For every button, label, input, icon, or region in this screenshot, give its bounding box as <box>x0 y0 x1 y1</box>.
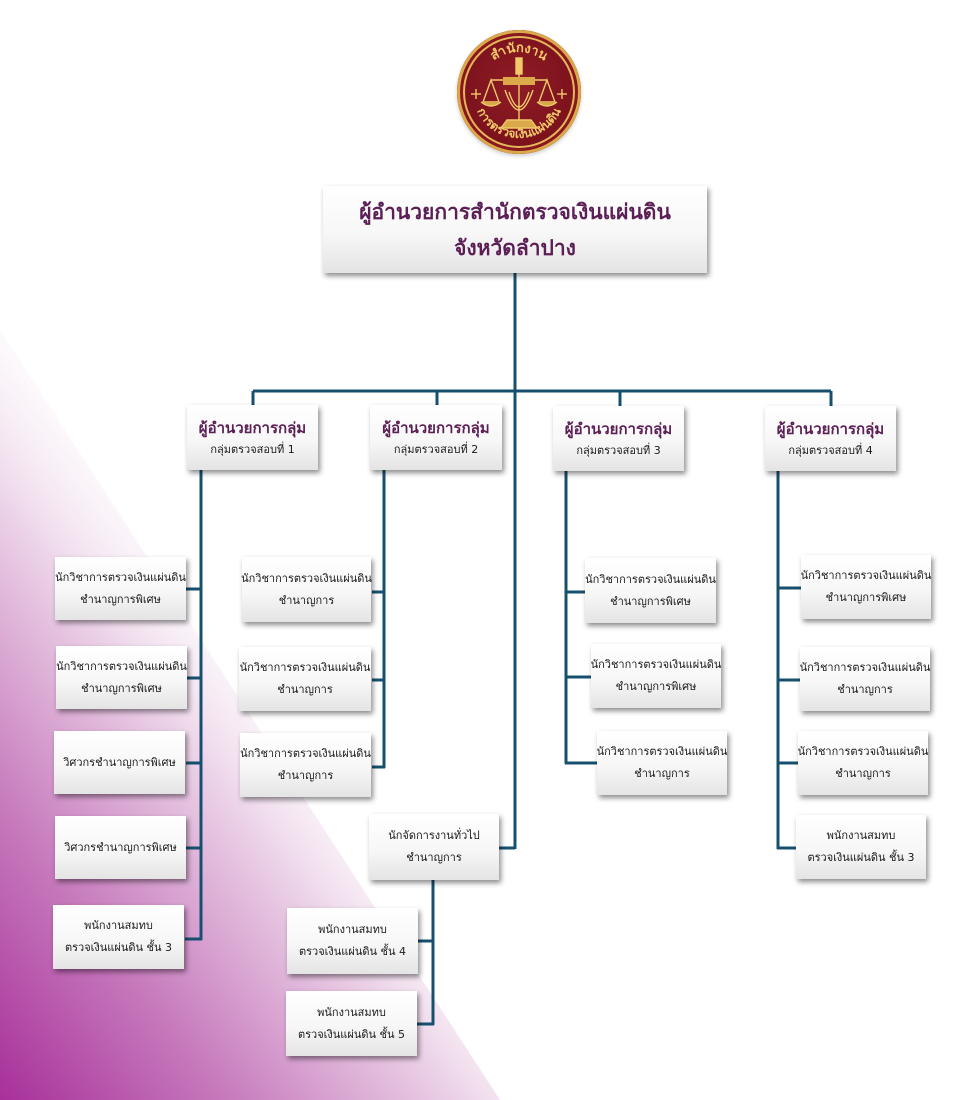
position-level: ชำนาญการ <box>278 593 335 607</box>
position-level: ชำนาญการพิเศษ <box>81 681 162 695</box>
group-4-head: ผู้อำนวยการกลุ่ม กลุ่มตรวจสอบที่ 4 <box>765 406 896 471</box>
position-title: พนักงานสมทบ <box>826 829 896 842</box>
position-title: วิศวกรชำนาญการพิเศษ <box>64 840 177 854</box>
position-title: นักวิชาการตรวจเงินแผ่นดิน <box>800 569 932 582</box>
position-title: นักวิชาการตรวจเงินแผ่นดิน <box>799 661 931 674</box>
director-province: จังหวัดลำปาง <box>454 235 576 260</box>
office-seal-logo: สำนักงาน การตรวจเงินแผ่นดิน <box>457 30 581 154</box>
position-level: ชำนาญการพิเศษ <box>80 592 161 606</box>
group-2-head: ผู้อำนวยการกลุ่ม กลุ่มตรวจสอบที่ 2 <box>370 405 502 470</box>
group-head-subtitle: กลุ่มตรวจสอบที่ 2 <box>393 442 479 456</box>
group-head-title: ผู้อำนวยการกลุ่ม <box>776 419 885 438</box>
position-level: ชำนาญการ <box>277 683 333 696</box>
position-title: พนักงานสมทบ <box>318 923 387 936</box>
position-box: นักวิชาการตรวจเงินแผ่นดิน ชำนาญการ <box>597 731 727 795</box>
group-head-subtitle: กลุ่มตรวจสอบที่ 3 <box>576 443 661 457</box>
position-title: พนักงานสมทบ <box>84 919 153 932</box>
position-box: นักวิชาการตรวจเงินแผ่นดิน ชำนาญการพิเศษ <box>56 646 187 709</box>
svg-text:สำนักงาน: สำนักงาน <box>488 41 551 64</box>
admin-head-box: นักจัดการงานทั่วไป ชำนาญการ <box>369 814 499 880</box>
director-title: ผู้อำนวยการสำนักตรวจเงินแผ่นดิน <box>359 199 671 224</box>
group-head-title: ผู้อำนวยการกลุ่ม <box>382 418 490 437</box>
position-box: นักวิชาการตรวจเงินแผ่นดิน ชำนาญการพิเศษ <box>55 557 186 620</box>
position-title: นักวิชาการตรวจเงินแผ่นดิน <box>585 572 716 586</box>
director-box: ผู้อำนวยการสำนักตรวจเงินแผ่นดิน จังหวัดล… <box>323 186 707 273</box>
group-3-head: ผู้อำนวยการกลุ่ม กลุ่มตรวจสอบที่ 3 <box>553 406 684 471</box>
position-title: นักวิชาการตรวจเงินแผ่นดิน <box>56 659 187 673</box>
seal-icon: สำนักงาน การตรวจเงินแผ่นดิน <box>471 41 567 141</box>
position-level: ตรวจเงินแผ่นดิน ชั้น 3 <box>64 941 173 954</box>
position-level: ชำนาญการพิเศษ <box>825 591 907 604</box>
position-box: นักวิชาการตรวจเงินแผ่นดิน ชำนาญการ <box>241 557 372 622</box>
position-box: พนักงานสมทบ ตรวจเงินแผ่นดิน ชั้น 3 <box>796 815 926 879</box>
position-level: ตรวจเงินแผ่นดิน ชั้น 3 <box>807 851 915 864</box>
position-box: วิศวกรชำนาญการพิเศษ <box>54 731 185 794</box>
position-box: นักวิชาการตรวจเงินแผ่นดิน ชำนาญการพิเศษ <box>585 558 716 623</box>
position-level: ตรวจเงินแผ่นดิน ชั้น 4 <box>298 945 407 958</box>
position-box: นักวิชาการตรวจเงินแผ่นดิน ชำนาญการ <box>798 731 928 795</box>
group-head-title: ผู้อำนวยการกลุ่ม <box>564 419 673 438</box>
position-box: นักวิชาการตรวจเงินแผ่นดิน ชำนาญการ <box>239 647 371 711</box>
position-level: ชำนาญการพิเศษ <box>610 594 691 608</box>
position-title: นักวิชาการตรวจเงินแผ่นดิน <box>596 745 728 758</box>
position-level: ชำนาญการ <box>837 683 893 696</box>
position-level: ตรวจเงินแผ่นดิน ชั้น 5 <box>297 1027 406 1041</box>
position-level: ชำนาญการ <box>406 851 462 864</box>
position-title: นักจัดการงานทั่วไป <box>388 829 480 842</box>
position-level: ชำนาญการ <box>277 769 334 782</box>
position-title: นักวิชาการตรวจเงินแผ่นดิน <box>241 571 372 585</box>
position-box: นักวิชาการตรวจเงินแผ่นดิน ชำนาญการพิเศษ <box>591 644 721 708</box>
group-head-title: ผู้อำนวยการกลุ่ม <box>198 418 307 437</box>
position-box: นักวิชาการตรวจเงินแผ่นดิน ชำนาญการ <box>800 647 930 711</box>
position-title: นักวิชาการตรวจเงินแผ่นดิน <box>590 658 722 671</box>
position-title: นักวิชาการตรวจเงินแผ่นดิน <box>55 570 186 584</box>
position-box: นักวิชาการตรวจเงินแผ่นดิน ชำนาญการ <box>240 733 371 797</box>
position-title: นักวิชาการตรวจเงินแผ่นดิน <box>240 747 371 760</box>
group-1-head: ผู้อำนวยการกลุ่ม กลุ่มตรวจสอบที่ 1 <box>187 405 318 470</box>
group-head-subtitle: กลุ่มตรวจสอบที่ 4 <box>788 443 873 457</box>
position-box: พนักงานสมทบ ตรวจเงินแผ่นดิน ชั้น 3 <box>53 905 184 969</box>
position-title: นักวิชาการตรวจเงินแผ่นดิน <box>797 745 929 758</box>
position-box: วิศวกรชำนาญการพิเศษ <box>55 816 186 879</box>
position-box: พนักงานสมทบ ตรวจเงินแผ่นดิน ชั้น 5 <box>286 991 417 1056</box>
group-head-subtitle: กลุ่มตรวจสอบที่ 1 <box>210 442 295 456</box>
position-title: นักวิชาการตรวจเงินแผ่นดิน <box>239 661 371 674</box>
position-level: ชำนาญการพิเศษ <box>615 680 697 693</box>
position-level: ชำนาญการ <box>835 767 891 780</box>
position-level: ชำนาญการ <box>634 767 690 780</box>
position-title: วิศวกรชำนาญการพิเศษ <box>63 755 176 769</box>
position-box: พนักงานสมทบ ตรวจเงินแผ่นดิน ชั้น 4 <box>287 908 418 974</box>
position-title: พนักงานสมทบ <box>317 1005 386 1019</box>
position-box: นักวิชาการตรวจเงินแผ่นดิน ชำนาญการพิเศษ <box>801 555 931 619</box>
